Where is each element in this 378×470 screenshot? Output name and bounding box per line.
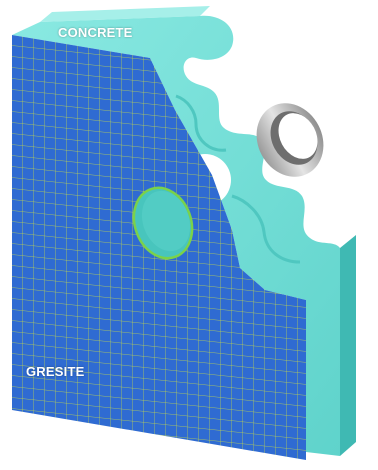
concrete-label: CONCRETE [58, 25, 133, 40]
concrete-side-face [340, 235, 356, 456]
gresite-label: GRESITE [26, 364, 84, 379]
